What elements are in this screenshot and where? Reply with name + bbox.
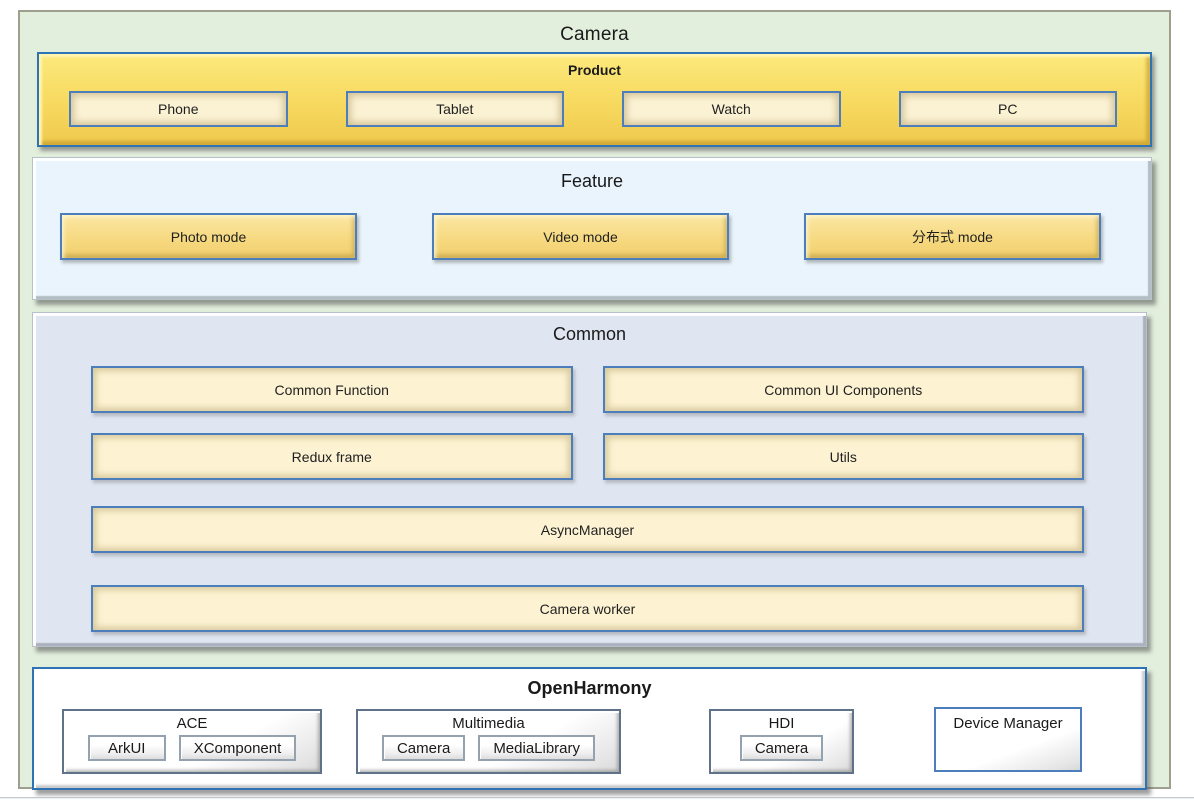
openharmony-group-device-manager: Device Manager: [934, 707, 1082, 772]
group-ace-items: ArkUI XComponent: [64, 735, 320, 761]
product-item-watch: Watch: [622, 91, 841, 127]
common-layer: Common Common Function Common UI Compone…: [32, 312, 1147, 647]
camera-layer-title: Camera: [560, 24, 629, 45]
common-layer-title: Common: [552, 324, 627, 344]
ace-item-xcomponent: XComponent: [178, 735, 297, 761]
group-hdi-label: HDI: [768, 715, 795, 732]
group-multimedia-items: Camera MediaLibrary: [358, 735, 619, 761]
openharmony-group-hdi: HDI Camera: [709, 709, 854, 774]
group-ace-label: ACE: [176, 715, 208, 732]
openharmony-layer-title: OpenHarmony: [527, 678, 652, 698]
feature-item-video-mode: Video mode: [432, 213, 729, 260]
common-row-1: Common Function Common UI Components: [91, 366, 1084, 413]
feature-items-row: Photo mode Video mode 分布式 mode: [60, 213, 1101, 260]
feature-layer: Feature Photo mode Video mode 分布式 mode: [32, 157, 1152, 300]
product-layer-title: Product: [568, 62, 621, 78]
product-items-row: Phone Tablet Watch PC: [69, 91, 1117, 127]
hdi-item-camera: Camera: [739, 735, 824, 761]
product-item-tablet: Tablet: [345, 91, 564, 127]
common-box-camera-worker: Camera worker: [91, 585, 1084, 632]
common-box-redux-frame: Redux frame: [91, 433, 573, 480]
common-box-common-function: Common Function: [91, 366, 573, 413]
product-item-phone: Phone: [69, 91, 288, 127]
multimedia-item-medialibrary: MediaLibrary: [478, 735, 596, 761]
multimedia-item-camera: Camera: [381, 735, 466, 761]
page-bottom-rule: [0, 797, 1194, 798]
camera-layer: Camera Product Phone Tablet Watch PC Fea…: [18, 10, 1171, 790]
group-hdi-items: Camera: [711, 735, 852, 761]
ace-item-arkui: ArkUI: [87, 735, 166, 761]
product-item-pc: PC: [898, 91, 1117, 127]
openharmony-group-multimedia: Multimedia Camera MediaLibrary: [356, 709, 621, 774]
openharmony-layer: OpenHarmony ACE ArkUI XComponent Multime…: [32, 667, 1147, 790]
common-row-2: Redux frame Utils: [91, 433, 1084, 480]
feature-layer-title: Feature: [560, 171, 624, 191]
common-box-utils: Utils: [602, 433, 1084, 480]
feature-item-distributed-mode: 分布式 mode: [804, 213, 1101, 260]
group-multimedia-label: Multimedia: [452, 715, 525, 732]
openharmony-group-ace: ACE ArkUI XComponent: [62, 709, 322, 774]
common-row-3: AsyncManager: [91, 506, 1084, 553]
common-box-common-ui-components: Common UI Components: [602, 366, 1084, 413]
common-row-4: Camera worker: [91, 585, 1084, 632]
common-box-asyncmanager: AsyncManager: [91, 506, 1084, 553]
feature-item-photo-mode: Photo mode: [60, 213, 357, 260]
product-layer: Product Phone Tablet Watch PC: [37, 52, 1152, 147]
